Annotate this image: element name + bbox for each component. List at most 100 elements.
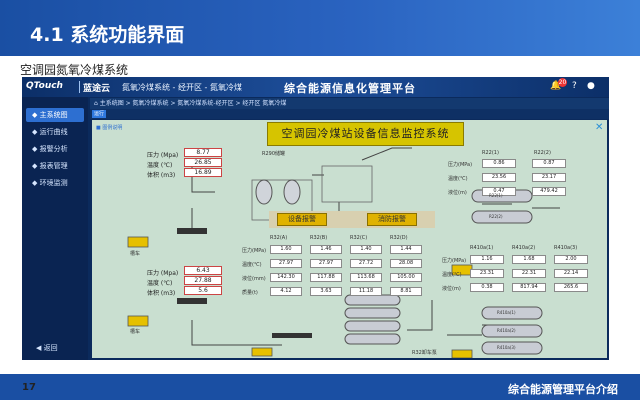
- r290-tank-1: [255, 179, 273, 205]
- lt-value-2: 16.89: [184, 168, 222, 177]
- r410-header-0: R410a(1): [470, 245, 494, 251]
- r22-tank-2: [471, 210, 533, 224]
- r32-cell-3-3: 8.81: [390, 287, 422, 296]
- back-arrow-icon: ◀: [36, 344, 44, 352]
- close-icon[interactable]: ✕: [595, 122, 604, 133]
- report-icon: ◆: [32, 162, 40, 170]
- r22-header-0: R22(1): [482, 150, 499, 156]
- r32-cell-0-1: 1.46: [310, 245, 342, 254]
- r410-cell-0-1: 1.68: [512, 255, 546, 264]
- r32-tank-2: [344, 307, 401, 319]
- pipe-r32: [407, 300, 433, 331]
- r22-cell-2-0: 0.47: [482, 187, 516, 196]
- user-icon[interactable]: ●: [587, 81, 595, 91]
- platform-title: 综合能源信息化管理平台: [284, 82, 416, 95]
- back-button[interactable]: ◀ 返回: [36, 344, 58, 352]
- r22-cell-1-1: 23.17: [532, 173, 566, 182]
- r32-cell-2-2: 113.68: [350, 273, 382, 282]
- r22-tank-label-2: R22(2): [489, 214, 503, 219]
- truck-3: [251, 347, 273, 357]
- r410-cell-1-2: 22.14: [554, 269, 588, 278]
- slide-title: 4.1 系统功能界面: [30, 24, 185, 46]
- lb-label-1: 温度 (℃): [147, 280, 173, 287]
- r410-row-label-2: 液位(m): [442, 286, 461, 292]
- truck-label-1: 槽车: [130, 251, 141, 257]
- scada-canvas: ■ 图例说明 空调园冷煤站设备信息监控系统 ✕: [92, 120, 607, 358]
- bell-icon[interactable]: 🔔: [550, 81, 562, 91]
- r32-cell-0-2: 1.40: [350, 245, 382, 254]
- r410-cell-1-0: 23.31: [470, 269, 504, 278]
- r22-row-label-2: 液位(m): [448, 190, 467, 196]
- lb-value-2: 5.6: [184, 286, 222, 295]
- fire-alarm[interactable]: 消防报警: [367, 213, 417, 226]
- r32-cell-0-0: 1.60: [270, 245, 302, 254]
- r32-cell-0-3: 1.44: [390, 245, 422, 254]
- tab-bar: 运行: [90, 109, 609, 119]
- r32-cell-3-0: 4.12: [270, 287, 302, 296]
- r410-tank-1: [481, 306, 543, 320]
- help-icon[interactable]: ?: [572, 81, 577, 91]
- r32-row-label-1: 温度(℃): [242, 262, 262, 268]
- lb-value-0: 6.43: [184, 266, 222, 275]
- r22-row-label-0: 压力(MPa): [448, 162, 473, 168]
- r410-cell-0-0: 1.16: [470, 255, 504, 264]
- lt-label-1: 温度 (℃): [147, 162, 173, 169]
- r290-tank-2: [283, 179, 301, 205]
- r32-header-0: R32(A): [270, 235, 288, 241]
- logo-cn: 蓝途云: [83, 84, 111, 94]
- r410-tank-label-2: R410a(2): [497, 328, 516, 333]
- pipe-left-bottom: [191, 320, 282, 346]
- app-screenshot: QTouch 蓝途云 氮氧冷煤系统 - 经开区 - 氮氧冷煤 综合能源信息化管理…: [22, 77, 609, 360]
- r410-cell-2-0: 0.38: [470, 283, 504, 292]
- alarm-bar: 设备报警 消防报警: [269, 211, 435, 228]
- r32-cell-3-2: 11.18: [350, 287, 382, 296]
- lt-label-0: 压力 (Mpa): [147, 152, 179, 159]
- r22-cell-0-1: 0.87: [532, 159, 566, 168]
- truck-5: [451, 349, 473, 358]
- r32-row-label-0: 压力(MPa): [242, 248, 267, 254]
- r410-row-label-1: 温度(℃): [442, 272, 462, 278]
- notification-badge: 20: [558, 78, 567, 87]
- tab-run[interactable]: 运行: [92, 110, 106, 118]
- scada-title: 空调园冷煤站设备信息监控系统: [267, 122, 464, 146]
- truck-label-2: 槽车: [130, 329, 141, 335]
- r32-cell-3-1: 3.63: [310, 287, 342, 296]
- legend-button[interactable]: ■ 图例说明: [96, 125, 123, 131]
- pipe-diagram: [127, 147, 560, 358]
- sidebar-item-main[interactable]: ◆ 主系统图: [26, 108, 84, 122]
- r290-frame-2: [321, 165, 373, 203]
- r410-header-1: R410a(2): [512, 245, 536, 251]
- app-topbar: QTouch 蓝途云 氮氧冷煤系统 - 经开区 - 氮氧冷煤 综合能源信息化管理…: [22, 77, 609, 97]
- r410-cell-1-1: 22.31: [512, 269, 546, 278]
- sidebar-item-alarm[interactable]: ◆ 报警分析: [32, 145, 68, 153]
- r410-tank-3: [481, 341, 543, 355]
- slide-subtitle: 空调园氮氧冷煤系统: [20, 63, 129, 77]
- sidebar-item-curve[interactable]: ◆ 运行曲线: [32, 128, 68, 136]
- r410-row-label-0: 压力(MPa): [442, 258, 467, 264]
- r22-cell-2-1: 479.42: [532, 187, 566, 196]
- breadcrumb[interactable]: ⌂ 主系统图 > 氮氧冷煤系统 > 氮氧冷煤系统-经开区 > 经开区 氮氧冷煤: [90, 98, 609, 109]
- lb-label-2: 体积 (m3): [147, 290, 176, 297]
- pipe-top-right: [361, 147, 412, 161]
- r32-tank-4: [344, 333, 401, 345]
- r410-cell-2-2: 265.6: [554, 283, 588, 292]
- r32-cell-2-0: 142.30: [270, 273, 302, 282]
- page-number: 17: [22, 382, 36, 393]
- chart-icon: ◆: [32, 128, 40, 136]
- r410-header-2: R410a(3): [554, 245, 578, 251]
- alarm-icon: ◆: [32, 145, 40, 153]
- r32-cell-1-3: 28.08: [390, 259, 422, 268]
- system-title[interactable]: 氮氧冷煤系统 - 经开区 - 氮氧冷煤: [122, 83, 242, 92]
- sidebar-item-env[interactable]: ◆ 环境监测: [32, 179, 68, 187]
- equipment-alarm[interactable]: 设备报警: [277, 213, 327, 226]
- home-icon: ◆: [32, 111, 40, 119]
- logo-divider: [79, 81, 80, 93]
- r32-cell-1-0: 27.97: [270, 259, 302, 268]
- r32-cell-1-2: 27.72: [350, 259, 382, 268]
- r32-tank-1: [344, 294, 401, 306]
- slide-header: 4.1 系统功能界面: [0, 0, 640, 56]
- coil-1: [177, 228, 207, 234]
- lt-value-1: 26.85: [184, 158, 222, 167]
- sidebar-item-report[interactable]: ◆ 报表管理: [32, 162, 68, 170]
- r32-row-label-2: 液位(mm): [242, 276, 266, 282]
